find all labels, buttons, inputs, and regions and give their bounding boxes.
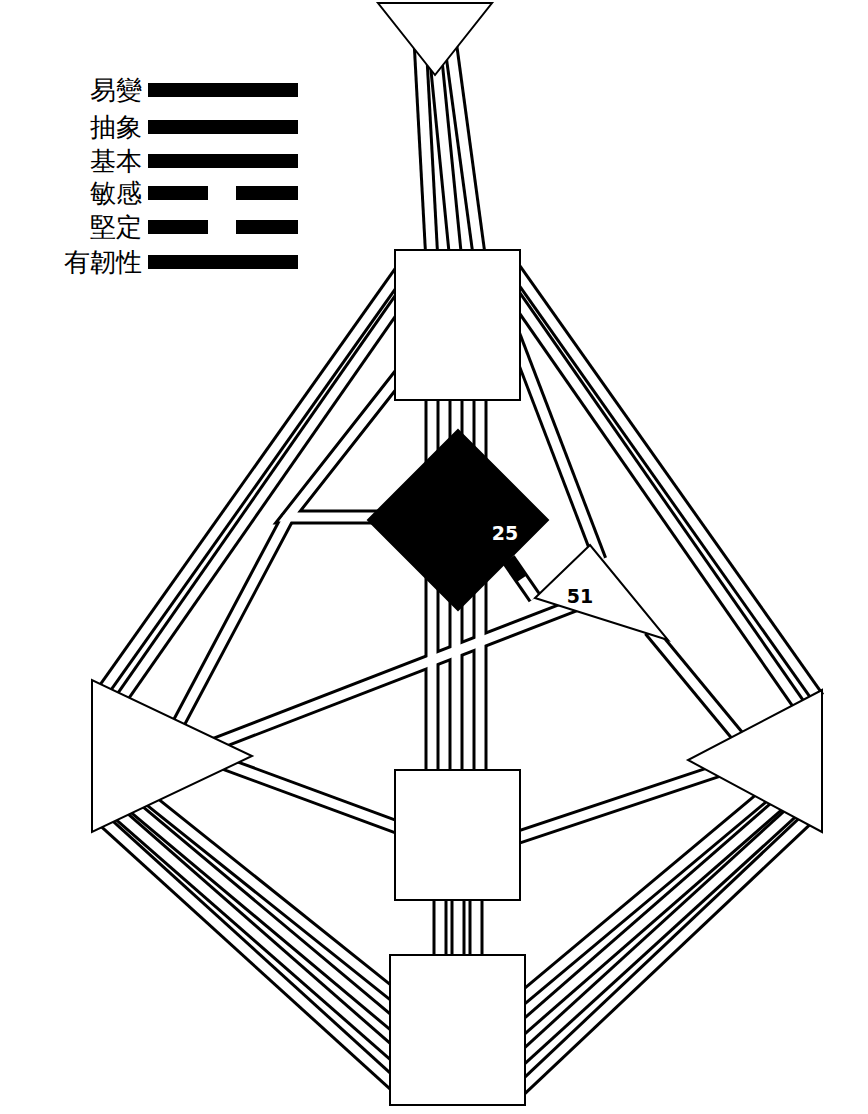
sacral-center — [395, 770, 520, 900]
channel — [98, 265, 405, 698]
channel — [520, 805, 778, 1030]
channel — [205, 605, 575, 748]
channel — [436, 890, 445, 965]
heart-center-triangle: 51 — [530, 540, 675, 645]
line-label: 易變 — [90, 76, 142, 105]
solid-line — [148, 154, 298, 168]
channel — [520, 820, 806, 1090]
channel — [112, 292, 405, 712]
center-outline — [530, 540, 675, 645]
broken-line — [236, 186, 298, 200]
broken-line — [148, 220, 208, 234]
center-outline — [368, 430, 548, 610]
solar-plexus-center — [688, 690, 822, 832]
channel — [512, 265, 818, 698]
channel — [450, 40, 480, 262]
channel — [105, 822, 400, 1090]
channel — [510, 770, 720, 840]
solid-line — [148, 83, 298, 97]
channel — [650, 630, 745, 745]
channel — [98, 265, 405, 698]
throat-center — [395, 250, 520, 400]
channel-connector — [508, 560, 535, 598]
channel — [205, 605, 575, 748]
channel — [433, 890, 448, 965]
line-label: 有韌性 — [64, 248, 142, 277]
solid-line — [148, 255, 298, 269]
channel — [120, 815, 400, 1060]
channel — [520, 805, 778, 1030]
channel — [105, 822, 400, 1090]
broken-line — [148, 186, 208, 200]
channel — [112, 292, 405, 712]
channel — [288, 372, 402, 517]
line-label: 基本 — [90, 147, 142, 176]
channel — [135, 808, 400, 1030]
channel — [520, 820, 806, 1090]
head-center — [378, 3, 492, 75]
channel — [120, 815, 400, 1060]
channel — [135, 808, 400, 1030]
center-shape — [368, 430, 548, 610]
channel-inactive-half — [522, 579, 535, 598]
line-label: 敏感 — [90, 179, 142, 208]
channel — [215, 760, 405, 830]
g-center-diamond: 25 — [368, 430, 548, 610]
channel — [510, 770, 720, 840]
channel — [520, 812, 792, 1060]
center-shape — [535, 545, 668, 640]
channel-outline — [508, 560, 535, 598]
channel — [175, 517, 288, 730]
channel-outlines — [98, 40, 818, 1090]
line-label: 抽象 — [90, 113, 142, 142]
channel — [520, 812, 792, 1060]
channel — [215, 760, 405, 830]
broken-line — [236, 220, 298, 234]
channel — [454, 890, 463, 965]
channel — [512, 292, 804, 712]
channel — [472, 890, 481, 965]
channel — [469, 890, 484, 965]
hexagram-lines — [148, 83, 298, 269]
channel — [451, 890, 466, 965]
channel — [512, 265, 818, 698]
root-center — [390, 955, 525, 1105]
channel — [288, 372, 402, 517]
spleen-center — [92, 680, 252, 832]
gate-number: 25 — [492, 523, 518, 544]
channel-interiors — [98, 40, 818, 1090]
channel — [420, 40, 432, 262]
gate-number: 51 — [567, 586, 593, 607]
line-label: 堅定 — [90, 213, 142, 242]
solid-line — [148, 120, 298, 134]
channel — [650, 630, 745, 745]
centers — [92, 3, 822, 1105]
channel — [175, 517, 288, 730]
